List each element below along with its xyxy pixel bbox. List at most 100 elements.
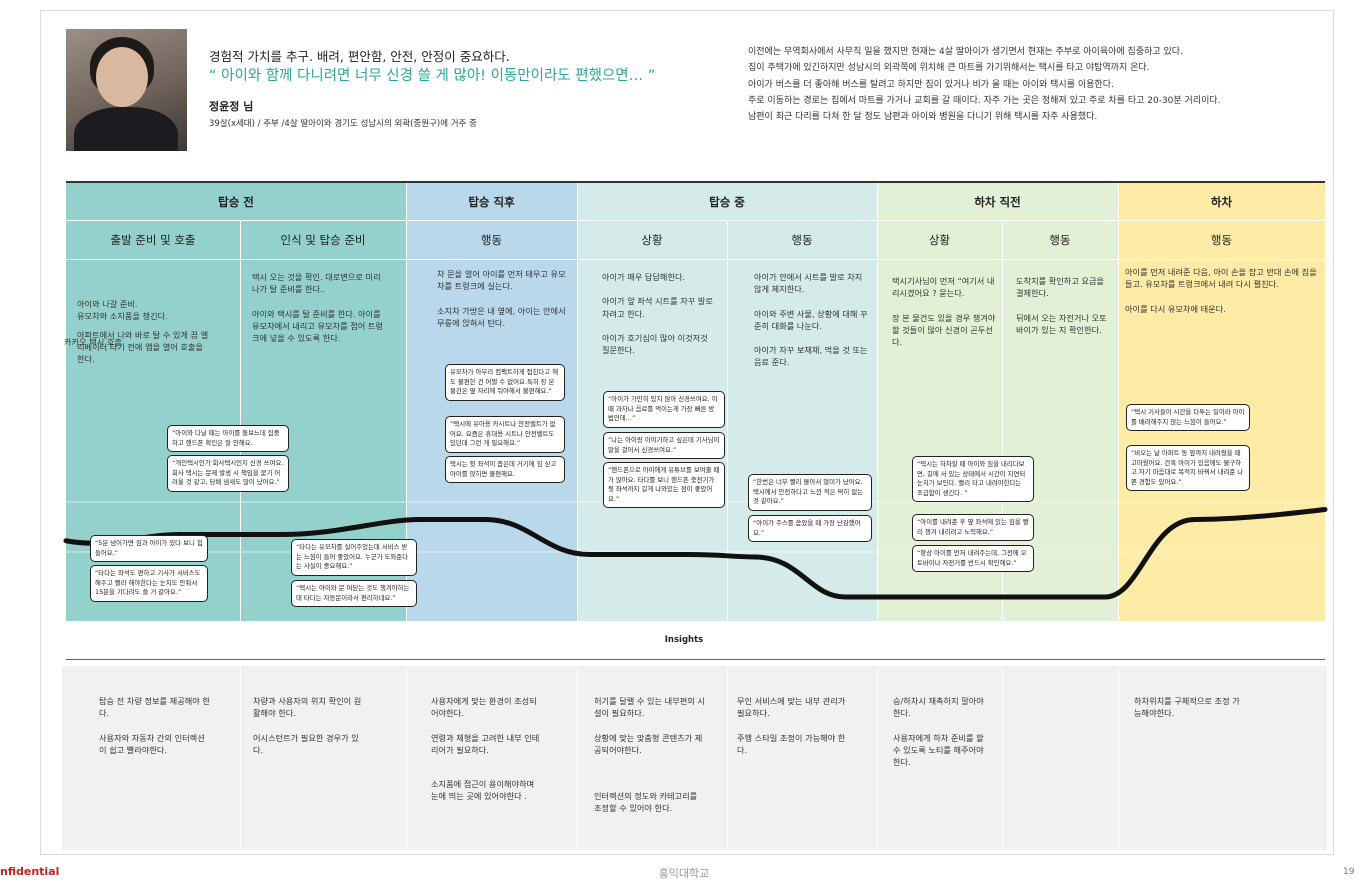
cell-line: 아이와 택시를 탈 준비를 한다. 아이를 유모차에서 내리고 유모차를 접어 …	[252, 308, 383, 344]
stray-label: 카카오 택시 호출	[64, 337, 122, 347]
sub-header: 행동	[1210, 233, 1233, 247]
insight-item: 사용자에게 하차 준비를 할 수 있도록 노티를 해주어야 한다.	[893, 732, 984, 768]
insight-item: 인터렉션의 정도와 카테고리를 조정할 수 있어야 한다.	[594, 791, 698, 814]
insight-item: 차량과 사용자의 위치 확인이 원활해야 한다.	[253, 696, 362, 719]
cell-line: 장 본 물건도 있을 경우 챙겨야 할 것들이 많아 신경이 곤두선다.	[892, 312, 996, 348]
insight-column: 허기를 달랠 수 있는 내부편의 시설이 필요하다. 상황에 맞는 맞춤형 콘텐…	[594, 695, 706, 827]
quote-bubble: “5분 넘어가면 짐과 아이가 있다 보니 힘들어요.”	[90, 535, 208, 563]
band-divider	[577, 183, 578, 621]
quote-bubble: “아이와 다닐 때는 아이를 돌보느데 집중하고 핸드폰 확인은 잘 안해요.	[167, 425, 289, 453]
cell-line: 도착지를 확인하고 요금을 결제한다.	[1016, 276, 1105, 299]
quote-bubble: “타다는 좌석도 편하고 기사가 서비스도 해주고 빨리 해야한다는 눈치도 안…	[90, 565, 208, 602]
cell-line: 아이를 다시 유모차에 태운다.	[1125, 303, 1226, 314]
persona-name: 정윤정 님	[209, 100, 254, 113]
insights-divider	[406, 668, 407, 848]
insight-item: 사용자와 자동차 간의 인터렉션이 쉽고 빨라야한다.	[99, 732, 205, 755]
journey-cell: 아이가 안에서 시트를 발로 차지 않게 제지한다. 아이와 주변 사물, 상황…	[754, 271, 869, 381]
quote-bubble: “한번은 너무 빨리 몰아서 멀미가 났어요. 택시에서 안전하다고 느낀 적은…	[748, 474, 872, 511]
quote-bubble: 택시는 뒷 좌석이 좁은데 거기에 짐 싣고 아이를 앉히면 불편해요.	[445, 456, 565, 484]
insight-column: 탑승 전 차량 정보를 제공해야 한다. 사용자와 자동차 간의 인터렉션이 쉽…	[99, 695, 211, 768]
sub-header: 인식 및 탑승 준비	[280, 233, 366, 247]
journey-cell: 아이를 먼저 내려준 다음, 아이 손을 잡고 반대 손에 짐을 들고. 유모차…	[1125, 266, 1321, 327]
stage-after-board: 탑승 직후	[468, 195, 515, 209]
band-divider	[877, 183, 878, 621]
quote-bubble: “택시는 하차할 때 아이와 짐을 내리다보면, 길에 서 있는 상태에서 시간…	[912, 456, 1034, 503]
cell-line: 아이가 앞 좌석 시트를 자꾸 발로 차려고 한다.	[602, 296, 713, 319]
quote-bubble: “아이가 가만히 있지 않아 신경쓰여요. 이때 과자나 음료를 먹이는게 가장…	[603, 391, 725, 428]
journey-cell: 아이가 매우 답답해한다. 아이가 앞 좌석 시트를 자꾸 발로 차려고 한다.…	[602, 271, 717, 368]
confidential-label: nfidential	[0, 865, 60, 878]
insight-column: 차량과 사용자의 위치 확인이 원활해야 한다. 어시스턴트가 필요한 경우가 …	[253, 695, 365, 768]
persona-photo	[66, 29, 187, 151]
quote-bubble: “항상 아이를 먼저 내려주는데, 그전에 오토바이나 자전거를 반드시 확인해…	[912, 545, 1034, 573]
journey-top-rule	[66, 181, 1325, 183]
bio-line: 주로 이동하는 경로는 집에서 마트를 가거나 교회를 갈 때이다. 자주 가는…	[748, 95, 1221, 106]
cell-line: 아이를 먼저 내려준 다음, 아이 손을 잡고 반대 손에 짐을 들고. 유모차…	[1125, 267, 1317, 290]
quote-bubble: “개인택시인가 회사택시인지 신경 쓰여요. 회사 택시는 문제 발생 시 책임…	[167, 455, 289, 492]
cell-line: 아이가 매우 답답해한다.	[602, 272, 686, 282]
quote-bubble: “택시는 아이와 문 여닫는 것도 챙겨야하는데 타다는 자동문이라서 편리하네…	[291, 580, 417, 608]
cell-line: 아이와 주변 사물, 상황에 대해 꾸준히 대화를 나눈다.	[754, 308, 868, 331]
persona-quote: “ 아이와 함께 다니려면 너무 신경 쓸 게 많아! 이동만이라도 편했으면……	[209, 68, 656, 84]
cell-line: 소지차 가방은 내 옆에, 아이는 안에서 무릎에 앉혀서 탄다.	[437, 305, 566, 328]
quote-bubble: 유모차가 아무리 컴팩트하게 접힌다고 해도 불편한 건 어쩔 수 없어요.특히…	[445, 364, 565, 401]
insight-item: 주행 스타일 조정이 가능해야 한다.	[737, 732, 846, 755]
stage-during: 탑승 중	[709, 195, 745, 209]
quote-bubble: “타다는 유모차를 실어주었는데 서비스 받는 느낌이 들어 좋았어요. 누군가…	[291, 539, 417, 576]
stage-alight: 하차	[1210, 195, 1233, 209]
insights-divider	[1118, 668, 1119, 848]
cell-line: 아이와 나갈 준비.	[77, 299, 138, 309]
persona-value-statement: 경험적 가치를 추구. 배려, 편안함, 안전, 안정이 중요하다.	[209, 49, 510, 64]
quote-bubble: “아이를 내려준 후 옆 좌석에 있는 짐을 빨리 챙겨 내리려고 노력해요.”	[912, 514, 1034, 542]
insight-item: 소지품에 접근이 용이해야하며 눈에 띄는 곳에 있어야한다 .	[431, 779, 535, 802]
journey-cell: 차 문을 열어 아이를 먼저 태우고 유모차를 트렁크에 실는다. 소지차 가방…	[437, 268, 567, 341]
sub-header: 상황	[641, 233, 663, 247]
sub-header: 행동	[480, 233, 503, 247]
journey-cell: 택시기사님이 먼저 “여기서 내리시겠어요 ? 묻는다. 장 본 물건도 있을 …	[892, 275, 999, 360]
insight-item: 연령과 체형을 고려한 내부 인테리어가 필요하다.	[431, 732, 540, 755]
insights-rule	[66, 659, 1325, 660]
cell-line: 아이가 호기심이 많아 이것저것 질문한다.	[602, 332, 708, 356]
stage-before-board: 탑승 전	[218, 195, 254, 209]
insight-item: 사용자에게 맞는 환경이 조성되어야한다.	[431, 696, 537, 719]
quote-bubble: “택시에 유아용 카시트나 안전벨트가 없어요. 요즘은 휴대용 시트나 안전벨…	[445, 416, 565, 453]
cell-line: 아이가 안에서 시트를 발로 차지 않게 제지한다.	[754, 272, 863, 295]
quote-bubble: “나는 아이랑 이야기하고 싶은데 기사님이 말을 걸어서 신경쓰여요.”	[603, 432, 725, 460]
journey-cell: 아이와 나갈 준비. 유모차와 소지품을 챙긴다. 아파트에서 나와 바로 탈 …	[77, 298, 212, 377]
header-row-divider	[66, 220, 1325, 221]
insight-item: 승/하차시 재촉하지 말아야 한다.	[893, 696, 984, 719]
quote-bubble: “비오는 날 아파트 동 앞까지 내려줬을 때 고마웠어요. 간혹 아이가 있음…	[1126, 445, 1250, 492]
quote-bubble: “택시 기사들이 시간을 다투는 일이라 아이를 배려해주지 않는 느낌이 들어…	[1126, 404, 1250, 432]
cell-line: 아이가 자꾸 보채채, 먹을 것 또는 음료 준다.	[754, 345, 868, 368]
insights-title: Insights	[664, 635, 704, 645]
insight-item: 어시스턴트가 필요한 경우가 있다.	[253, 732, 359, 755]
insight-column: 사용자에게 맞는 환경이 조성되어야한다. 연령과 체형을 고려한 내부 인테리…	[431, 695, 543, 815]
insights-divider	[240, 668, 241, 848]
cell-line: 차 문을 열어 아이를 먼저 태우고 유모차를 트렁크에 실는다.	[437, 269, 566, 292]
band-divider	[406, 183, 407, 621]
sub-row-divider	[66, 259, 1325, 260]
insights-panel	[62, 666, 1327, 850]
sub-header: 행동	[1049, 233, 1071, 247]
sub-divider	[240, 221, 241, 621]
school-label: 홍익대학교	[658, 867, 710, 880]
insight-item: 탑승 전 차량 정보를 제공해야 한다.	[99, 696, 210, 719]
journey-cell: 도착지를 확인하고 요금을 결제한다. 뒤에서 오는 자전거나 오토바이가 있는…	[1016, 275, 1112, 348]
persona-description: 39살(x세대) / 주부 /4살 딸아이와 경기도 성남시의 외곽(중원구)에…	[209, 119, 477, 129]
insight-item: 허기를 달랠 수 있는 내부편의 시설이 필요하다.	[594, 696, 705, 719]
persona-bio: 이전에는 무역회사에서 사무직 일을 했지만 현재는 4살 딸아이가 생기면서 …	[748, 44, 1221, 125]
insights-divider	[877, 668, 878, 848]
page-number: 19	[1343, 867, 1355, 877]
band-divider	[1118, 183, 1119, 621]
journey-cell: 택시 오는 것을 확인. 대로변으로 미리 나가 탈 준비를 한다.. 아이와 …	[252, 271, 387, 356]
sub-header: 출발 준비 및 호출	[110, 233, 196, 247]
bio-line: 집이 주택가에 있긴하지만 성남시의 외곽쪽에 위치해 큰 마트를 가기위해서는…	[748, 63, 1150, 74]
bio-line: 남편이 최근 다리를 다쳐 한 달 정도 남편과 아이와 병원을 다니기 위해 …	[748, 112, 1098, 123]
insight-item: 하차위치를 구체적으로 조정 가능해야한다.	[1134, 696, 1240, 719]
sub-header: 행동	[791, 233, 813, 247]
insight-item: 무인 서비스에 맞는 내부 관리가 필요하다.	[737, 696, 846, 719]
stage-before-alight: 하차 직전	[974, 195, 1021, 209]
insight-column: 승/하차시 재촉하지 말아야 한다. 사용자에게 하차 준비를 할 수 있도록 …	[893, 695, 993, 780]
sub-divider	[727, 221, 728, 621]
bio-line: 이전에는 무역회사에서 사무직 일을 했지만 현재는 4살 딸아이가 생기면서 …	[748, 47, 1183, 57]
